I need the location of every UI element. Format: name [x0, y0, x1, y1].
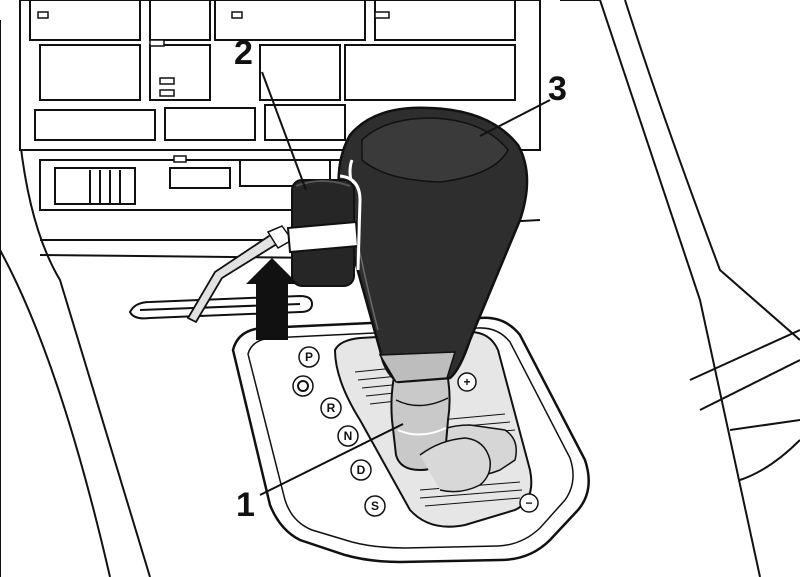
svg-text:R: R — [327, 401, 336, 415]
callout-3: 3 — [548, 70, 567, 108]
svg-text:P: P — [305, 350, 313, 364]
gate-lock-icon — [292, 375, 314, 397]
svg-text:D: D — [357, 463, 366, 477]
gate-n: N — [337, 425, 359, 447]
callout-1: 1 — [236, 486, 255, 524]
shift-boot — [390, 366, 492, 493]
svg-text:S: S — [371, 499, 379, 513]
radio-tabs — [37, 11, 390, 163]
gate-s: S — [364, 495, 386, 517]
gate-minus: − — [519, 493, 539, 513]
leader-lines — [259, 71, 551, 496]
gate-plus: + — [457, 372, 477, 392]
leader-line-2 — [261, 71, 307, 191]
gate-p: P — [298, 346, 320, 368]
release-clip — [186, 174, 362, 324]
leader-line-3 — [479, 99, 551, 137]
gate-r: R — [320, 397, 342, 419]
svg-text:−: − — [525, 496, 532, 510]
callout-2: 2 — [234, 34, 253, 72]
leader-line-1 — [259, 423, 404, 496]
svg-text:+: + — [463, 375, 470, 389]
up-arrow-icon — [246, 258, 298, 340]
svg-text:N: N — [344, 429, 353, 443]
gate-position-labels: P R N D S + − — [292, 346, 539, 517]
gate-d: D — [350, 459, 372, 481]
shift-knob — [337, 106, 529, 384]
